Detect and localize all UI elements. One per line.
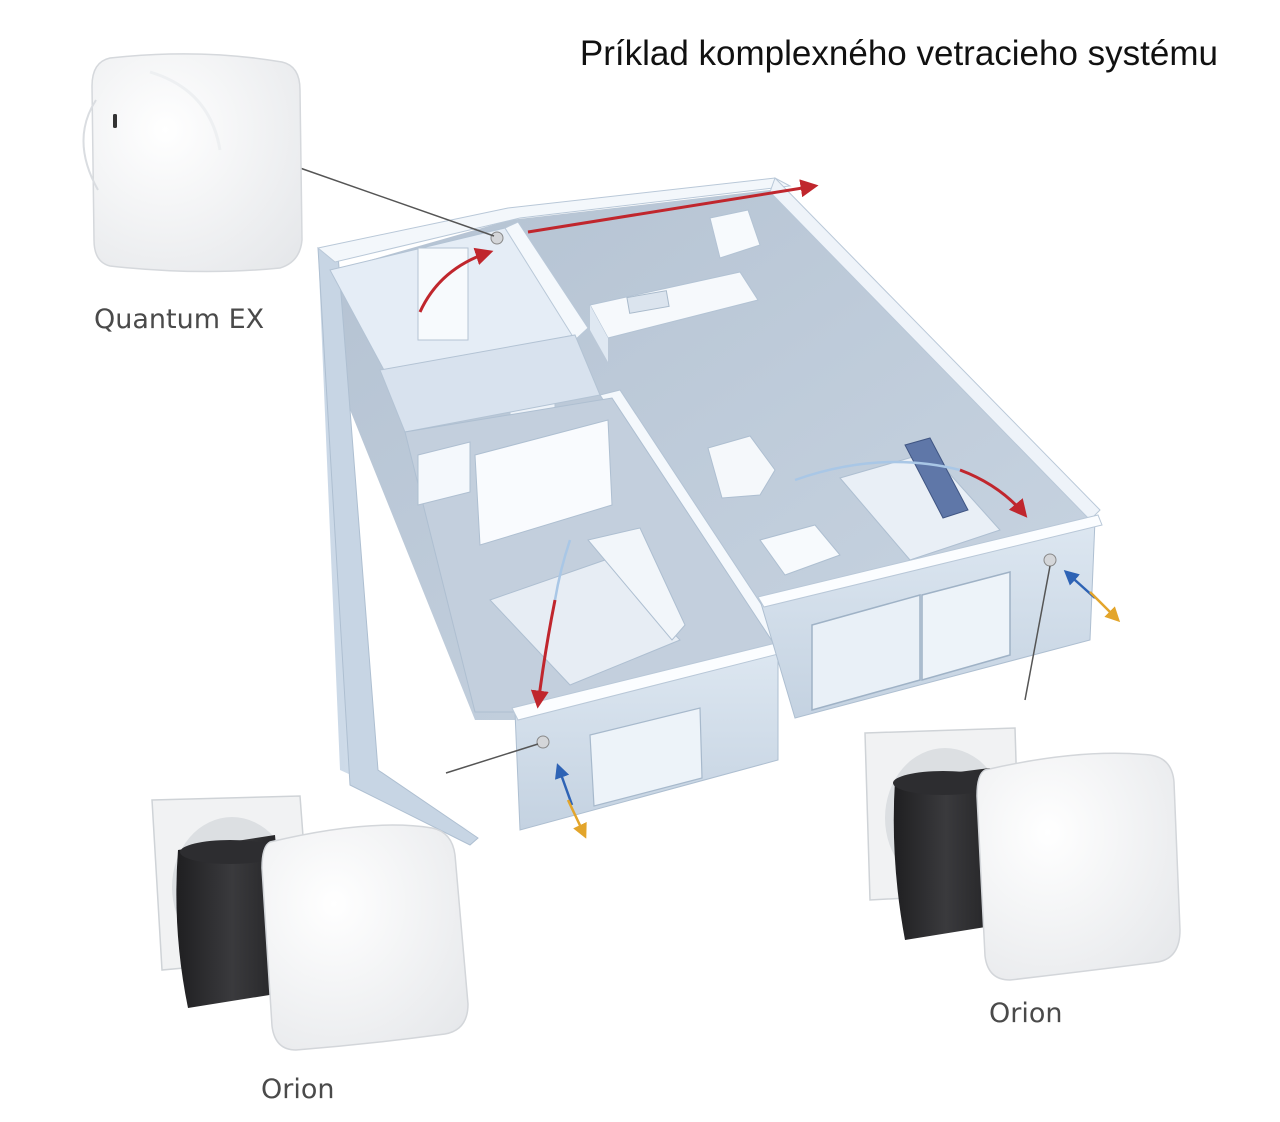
- quantum-mount-point: [490, 231, 504, 245]
- kitchen-counter-front: [590, 305, 608, 362]
- callout-line-orion-right: [1024, 565, 1051, 701]
- fresh-air-arrow-right: [1089, 591, 1121, 623]
- label-orion-left: Orion: [261, 1074, 335, 1105]
- shower: [417, 247, 469, 341]
- callout-lines: [299, 167, 1051, 774]
- airflow-arrows: [418, 179, 1121, 839]
- kitchen-sink: [626, 290, 670, 314]
- apartment-model: [316, 177, 1103, 846]
- coffee-table: [759, 524, 841, 576]
- bathroom-wall: [504, 221, 589, 341]
- orion-recuperator-icon: [151, 795, 469, 1051]
- bedroom-mirror-panel: [474, 419, 613, 546]
- label-quantum-ex: Quantum EX: [94, 304, 265, 335]
- callout-line-orion-left: [445, 743, 539, 774]
- glass-door-left: [811, 594, 921, 711]
- callout-line-quantum: [299, 167, 495, 237]
- tv-screen: [904, 437, 969, 519]
- orion-mount-point-right: [1043, 553, 1057, 567]
- quantum-ex-fan-icon: [82, 53, 303, 273]
- airflow-arrow-bedroom-light: [553, 539, 572, 601]
- glass-door-right: [921, 571, 1011, 681]
- kitchen-cabinet: [709, 209, 761, 259]
- front-wall-living-top: [757, 514, 1103, 608]
- bedroom-window: [589, 707, 703, 807]
- airflow-arrow-living-light: [794, 460, 961, 482]
- label-orion-right: Orion: [989, 998, 1063, 1029]
- wardrobe: [417, 441, 471, 506]
- armchair: [707, 435, 776, 499]
- fresh-air-arrow-left: [566, 799, 587, 839]
- exhaust-arrow-bathroom: [418, 247, 494, 313]
- back-wall-top: [316, 177, 792, 263]
- diagram-title: Príklad komplexného vetracieho systému: [579, 34, 1218, 73]
- exhaust-arrow-bedroom: [530, 599, 557, 709]
- supply-arrow-left: [554, 763, 574, 806]
- orion-recuperator-icon: [864, 727, 1181, 981]
- sofa: [839, 451, 1001, 561]
- orion-mount-point-left: [536, 735, 550, 749]
- exhaust-arrow-living: [959, 468, 1028, 518]
- bed-headboard: [587, 527, 686, 641]
- exhaust-arrow-roof: [527, 179, 819, 234]
